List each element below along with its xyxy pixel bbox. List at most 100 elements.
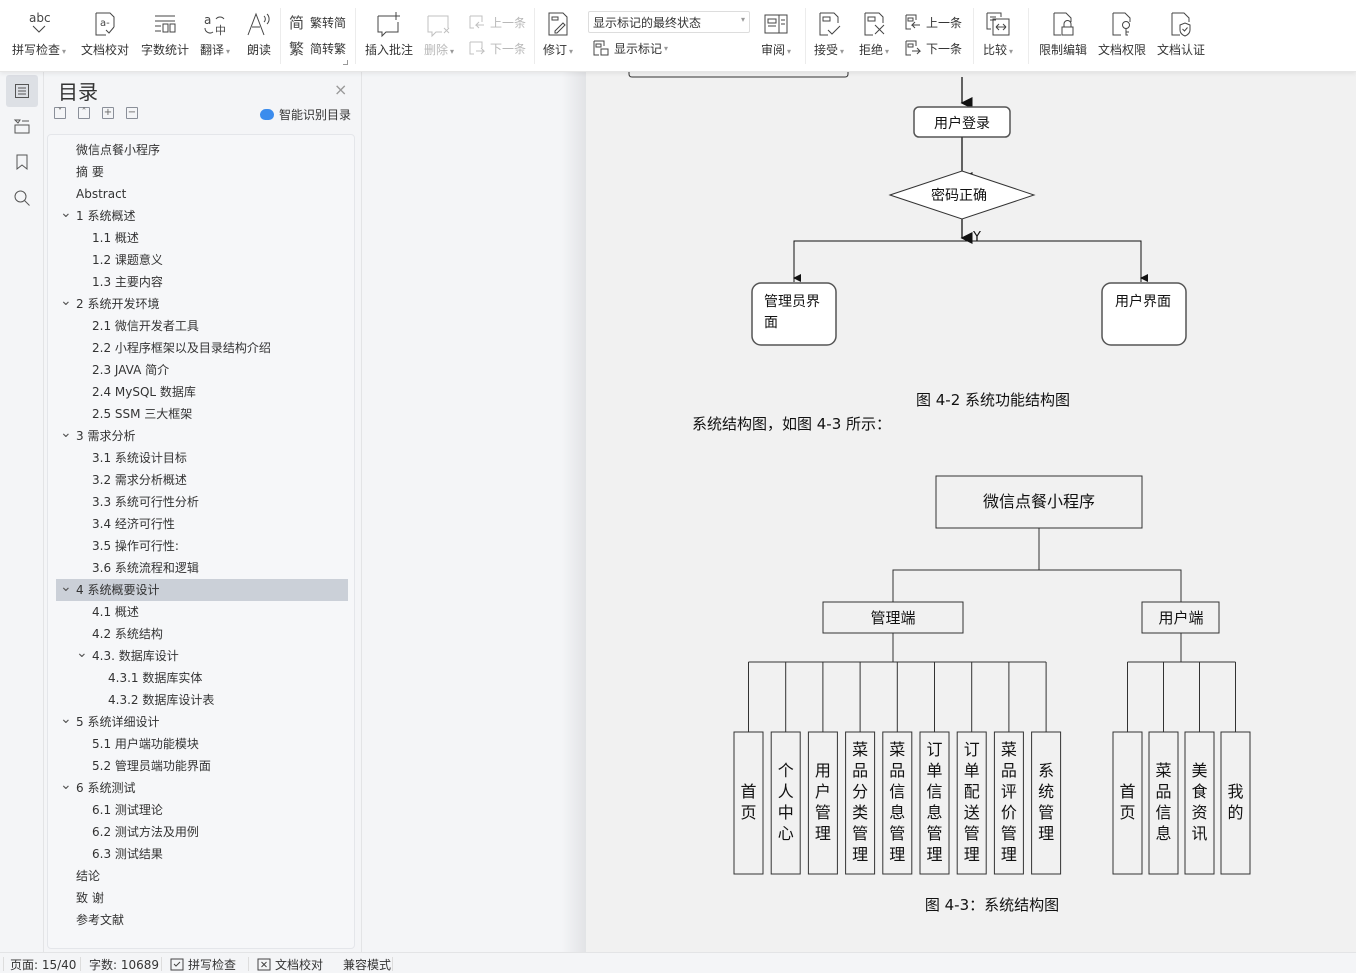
spell-check-button[interactable]: abc 拼写检查▾: [12, 11, 67, 57]
toc-item[interactable]: 2.4 MySQL 数据库: [48, 381, 348, 403]
chapter-rail-button[interactable]: [6, 110, 38, 142]
prev-comment-button[interactable]: 上一条: [468, 13, 526, 31]
tree-admin-leaf-text: 个人中心: [778, 761, 794, 843]
toc-rail-button[interactable]: [6, 75, 38, 107]
toc-item[interactable]: ⌄2 系统开发环境: [48, 293, 348, 315]
toc-item[interactable]: 1.3 主要内容: [48, 271, 348, 293]
toc-item[interactable]: 致 谢: [48, 887, 348, 909]
toc-item[interactable]: ⌄ 1 系统概述: [48, 205, 348, 227]
toc-item[interactable]: 5.2 管理员端功能界面: [48, 755, 348, 777]
toc-item[interactable]: 1.2 课题意义: [48, 249, 348, 271]
toc-item[interactable]: 摘 要: [48, 161, 348, 183]
toc-item[interactable]: 3.1 系统设计目标: [48, 447, 348, 469]
toc-item[interactable]: 4.3.1 数据库实体: [48, 667, 348, 689]
toc-item[interactable]: 5.1 用户端功能模块: [48, 733, 348, 755]
bookmark-rail-button[interactable]: [6, 146, 38, 178]
insert-comment-button[interactable]: 插入批注: [365, 10, 413, 58]
toc-item-label: 5.1 用户端功能模块: [92, 737, 199, 751]
tree-user-box: [1141, 601, 1220, 634]
compare-button[interactable]: 比较▾: [983, 10, 1013, 58]
toc-item[interactable]: 2.1 微信开发者工具: [48, 315, 348, 337]
toc-item[interactable]: ⌄4.3. 数据库设计: [48, 645, 348, 667]
toolbar-divider: [1028, 8, 1029, 64]
toc-item-label: 3.2 需求分析概述: [92, 473, 187, 487]
status-doc-proof-button[interactable]: 文档校对: [257, 956, 323, 973]
dialog-launcher-icon[interactable]: [343, 60, 348, 65]
doc-certify-label: 文档认证: [1157, 43, 1206, 57]
chevron-down-icon[interactable]: ⌄: [60, 579, 72, 595]
next-comment-button[interactable]: 下一条: [468, 39, 526, 57]
toc-item[interactable]: 6.1 测试理论: [48, 799, 348, 821]
toc-item-label: 1 系统概述: [76, 209, 136, 223]
toc-item[interactable]: 6.2 测试方法及用例: [48, 821, 348, 843]
review-button[interactable]: 审阅▾: [761, 10, 791, 58]
status-divider: [161, 957, 162, 971]
simp-to-trad-button[interactable]: 繁 简转繁: [288, 39, 346, 57]
markup-state-select[interactable]: 显示标记的最终状态 ▾: [588, 11, 750, 33]
page-canvas: 用户登录 密码正确 Y 管理员界 面 用户界面 图 4-2 系统功能结构图 系统…: [628, 72, 1251, 914]
search-rail-button[interactable]: [6, 182, 38, 214]
collapse-up-icon[interactable]: ˄: [78, 107, 90, 119]
toc-item[interactable]: 6.3 测试结果: [48, 843, 348, 865]
figure-caption-4-2: 图 4-2 系统功能结构图: [916, 391, 1070, 409]
next-change-button[interactable]: 下一条: [904, 39, 962, 57]
read-aloud-button[interactable]: 朗读: [245, 10, 273, 58]
flow-box-partial: [628, 72, 849, 78]
prev-change-icon: [904, 13, 922, 31]
close-icon[interactable]: ×: [334, 80, 348, 99]
delete-comment-button[interactable]: 删除▾: [424, 10, 454, 58]
word-count-button[interactable]: 字数统计: [141, 10, 189, 58]
toc-item[interactable]: 3.2 需求分析概述: [48, 469, 348, 491]
accept-button[interactable]: 接受▾: [814, 10, 844, 58]
toc-item[interactable]: 2.2 小程序框架以及目录结构介绍: [48, 337, 348, 359]
prev-change-button[interactable]: 上一条: [904, 13, 962, 31]
track-changes-button[interactable]: 修订▾: [543, 10, 573, 58]
chevron-down-icon[interactable]: ⌄: [60, 711, 72, 727]
toc-item[interactable]: 参考文献: [48, 909, 348, 931]
status-spell-check-button[interactable]: 拼写检查: [170, 956, 236, 973]
toc-item[interactable]: 4.1 概述: [48, 601, 348, 623]
toc-item[interactable]: 3.3 系统可行性分析: [48, 491, 348, 513]
toc-item[interactable]: 4.2 系统结构: [48, 623, 348, 645]
plus-icon[interactable]: +: [102, 107, 114, 119]
reject-button[interactable]: 拒绝▾: [859, 10, 889, 58]
minus-icon[interactable]: −: [126, 107, 138, 119]
toc-item[interactable]: ⌄6 系统测试: [48, 777, 348, 799]
toc-item[interactable]: 4.3.2 数据库设计表: [48, 689, 348, 711]
toc-item[interactable]: 3.6 系统流程和逻辑: [48, 557, 348, 579]
status-divider: [80, 957, 81, 971]
toc-item[interactable]: 3.4 经济可行性: [48, 513, 348, 535]
chevron-down-icon[interactable]: ⌄: [60, 425, 72, 441]
page-indicator[interactable]: 页面: 15/40: [10, 958, 77, 972]
tree-user-leaf-box: [1148, 731, 1179, 875]
spell-check-label: 拼写检查: [12, 43, 61, 57]
toc-item[interactable]: 结论: [48, 865, 348, 887]
restrict-edit-button[interactable]: 限制编辑: [1039, 10, 1087, 58]
doc-proof-button[interactable]: a- 文档校对: [81, 10, 129, 58]
toc-item[interactable]: ⌄3 需求分析: [48, 425, 348, 447]
toc-item[interactable]: ⌄5 系统详细设计: [48, 711, 348, 733]
toolbar-divider: [280, 8, 281, 64]
doc-certify-button[interactable]: 文档认证: [1157, 10, 1205, 58]
smart-toc-button[interactable]: 智能识别目录: [260, 106, 351, 123]
toc-item[interactable]: 微信点餐小程序: [48, 139, 348, 161]
expand-down-icon[interactable]: ˅: [54, 107, 66, 119]
toc-item[interactable]: Abstract: [48, 183, 348, 205]
doc-permission-button[interactable]: 文档权限: [1098, 10, 1146, 58]
toc-item[interactable]: 2.5 SSM 三大框架: [48, 403, 348, 425]
chevron-down-icon[interactable]: ⌄: [76, 645, 88, 661]
toc-item[interactable]: 3.5 操作可行性:: [48, 535, 348, 557]
toc-item[interactable]: 1.1 概述: [48, 227, 348, 249]
word-count-indicator[interactable]: 字数: 10689: [89, 958, 160, 972]
toc-item[interactable]: 2.3 JAVA 简介: [48, 359, 348, 381]
toc-item[interactable]: ⌄4 系统概要设计: [56, 579, 348, 601]
key-document-icon: [1108, 10, 1136, 38]
show-markup-button[interactable]: 显示标记▾: [592, 39, 668, 57]
chevron-down-icon[interactable]: ⌄: [60, 293, 72, 309]
toc-toolbar: ˅ ˄ + −: [54, 107, 138, 119]
trad-to-simp-button[interactable]: 简 繁转简: [288, 13, 346, 31]
chevron-down-icon[interactable]: ⌄: [60, 777, 72, 793]
track-changes-label: 修订: [543, 43, 568, 57]
chevron-down-icon[interactable]: ⌄: [60, 205, 72, 221]
